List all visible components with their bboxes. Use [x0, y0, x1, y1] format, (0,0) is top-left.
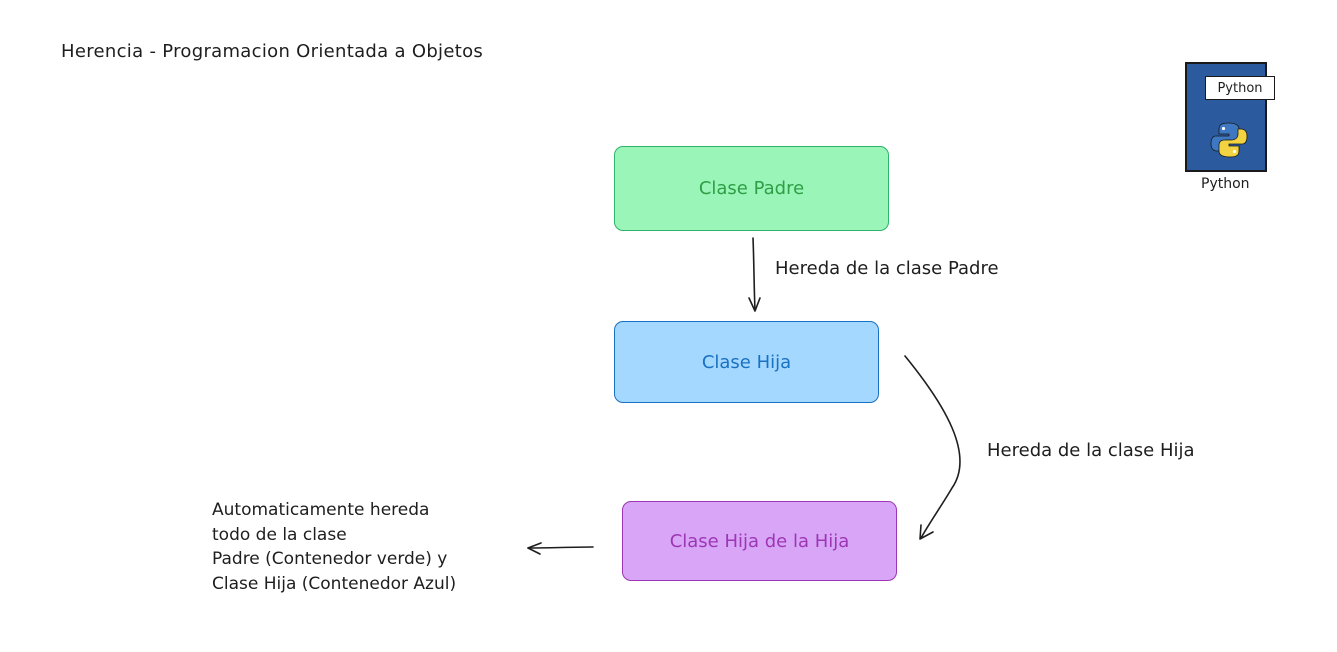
node-clase-hija-de-la-hija[interactable]: Clase Hija de la Hija: [622, 501, 897, 581]
node-clase-hija[interactable]: Clase Hija: [614, 321, 879, 403]
note-line: todo de la clase: [212, 524, 347, 545]
edge-label-padre-hija: Hereda de la clase Padre: [775, 258, 999, 279]
node-clase-hija-de-la-hija-label: Clase Hija de la Hija: [669, 530, 850, 552]
note-line: Automaticamente hereda: [212, 500, 430, 520]
inheritance-note: Automaticamente hereda todo de la clase …: [212, 498, 456, 596]
node-clase-hija-label: Clase Hija: [701, 351, 792, 373]
note-line: Clase Hija (Contenedor Azul): [212, 573, 457, 594]
node-clase-padre[interactable]: Clase Padre: [614, 146, 889, 231]
edge-label-hija-nieta: Hereda de la clase Hija: [987, 440, 1195, 461]
python-logo-icon: [1210, 122, 1248, 158]
node-clase-padre-label: Clase Padre: [698, 178, 805, 199]
arrow-padre-to-hija: [748, 237, 761, 312]
arrow-hija-to-nieta: [904, 355, 961, 540]
python-caption: Python: [1201, 176, 1250, 192]
python-tag: Python: [1205, 76, 1275, 100]
note-line: Padre (Contenedor verde) y: [212, 549, 448, 569]
arrow-nieta-to-note: [527, 542, 594, 555]
diagram-title: Herencia - Programacion Orientada a Obje…: [61, 41, 484, 62]
python-badge: Python: [1185, 62, 1275, 172]
